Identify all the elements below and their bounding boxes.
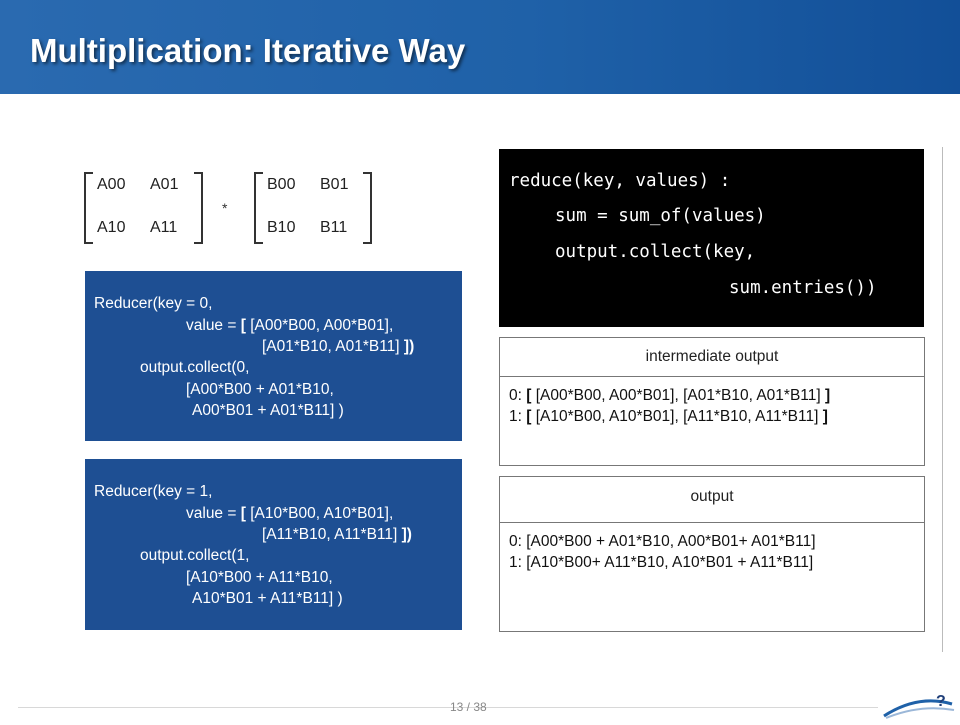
- matrix-a-right-bracket: [194, 172, 203, 244]
- intermediate-output-table: intermediate output 0: [ [A00*B00, A00*B…: [499, 337, 925, 466]
- matrix-b-cell: B11: [320, 219, 348, 236]
- code-line: sum.entries()): [729, 278, 877, 298]
- reducer-text: [A00*B00, A00*B01],: [245, 317, 394, 334]
- multiply-operator: *: [222, 200, 228, 216]
- row-body: [A10*B00, A10*B01], [A11*B10, A11*B11]: [531, 408, 823, 425]
- reducer-line: output.collect(1,: [140, 547, 250, 564]
- output-row: 0: [A00*B00 + A01*B10, A00*B01+ A01*B11]: [509, 533, 816, 550]
- matrix-b-cell: B00: [267, 176, 296, 193]
- reducer-bracket: [: [240, 505, 246, 522]
- reducer-line: A00*B01 + A01*B11] ): [192, 402, 344, 419]
- reducer-text: [A11*B10, A11*B11]: [262, 526, 402, 543]
- reducer-text: [A10*B00, A10*B01],: [245, 505, 394, 522]
- slide-title: Multiplication: Iterative Way: [30, 32, 466, 69]
- reducer-line: Reducer(key = 0,: [94, 295, 213, 312]
- reducer-bracket: ]): [401, 526, 412, 543]
- row-key: 0:: [509, 387, 527, 404]
- reducer-box-key1: Reducer(key = 1, value = [ [A10*B00, A10…: [85, 459, 462, 630]
- university-logo-icon: ?: [880, 690, 956, 720]
- row-key: 1:: [509, 408, 527, 425]
- reducer-line: [A10*B00 + A11*B10,: [186, 569, 333, 586]
- matrix-b-cell: B01: [320, 176, 349, 193]
- matrix-b-cell: B10: [267, 219, 296, 236]
- reducer-text: value =: [186, 505, 241, 522]
- code-line: reduce(key, values) :: [509, 171, 731, 191]
- code-line: sum = sum_of(values): [555, 206, 766, 226]
- reducer-text: value =: [186, 317, 241, 334]
- code-line: output.collect(key,: [555, 242, 756, 262]
- output-row: 1: [A10*B00+ A11*B10, A10*B01 + A11*B11]: [509, 554, 814, 571]
- row-bracket: [: [526, 387, 532, 404]
- row-bracket: ]: [824, 387, 831, 404]
- matrix-a-cell: A01: [150, 176, 179, 193]
- reducer-line: value = [ [A00*B00, A00*B01],: [186, 317, 393, 335]
- matrix-a-left-bracket: [84, 172, 93, 244]
- output-table: output 0: [A00*B00 + A01*B10, A00*B01+ A…: [499, 476, 925, 632]
- matrix-a-cell: A10: [97, 219, 126, 236]
- row-body: [A00*B00, A00*B01], [A01*B10, A01*B11]: [531, 387, 825, 404]
- reducer-line: [A01*B10, A01*B11] ]): [262, 338, 414, 356]
- reducer-bracket: [: [240, 317, 246, 334]
- matrix-a-cell: A00: [97, 176, 126, 193]
- svg-text:?: ?: [936, 693, 946, 710]
- reduce-code-block: reduce(key, values) : sum = sum_of(value…: [499, 149, 924, 327]
- row-bracket: ]: [822, 408, 828, 425]
- title-bar: Multiplication: Iterative Way: [0, 0, 960, 94]
- footer-divider: [18, 707, 878, 708]
- matrix-b-left-bracket: [254, 172, 263, 244]
- matrix-a-cell: A11: [150, 219, 178, 236]
- output-header: output: [500, 477, 924, 523]
- intermediate-output-header: intermediate output: [500, 338, 924, 377]
- page-number: 13 / 38: [450, 700, 487, 714]
- reducer-box-key0: Reducer(key = 0, value = [ [A00*B00, A00…: [85, 271, 462, 441]
- reducer-line: [A11*B10, A11*B11] ]): [262, 526, 412, 544]
- reducer-line: A10*B01 + A11*B11] ): [192, 590, 343, 607]
- intermediate-output-row: 0: [ [A00*B00, A00*B01], [A01*B10, A01*B…: [509, 387, 830, 405]
- reducer-line: Reducer(key = 1,: [94, 483, 213, 500]
- reducer-line: [A00*B00 + A01*B10,: [186, 381, 334, 398]
- reducer-text: [A01*B10, A01*B11]: [262, 338, 404, 355]
- row-bracket: [: [526, 408, 532, 425]
- divider: [942, 147, 943, 652]
- reducer-line: value = [ [A10*B00, A10*B01],: [186, 505, 393, 523]
- reducer-bracket: ]): [403, 338, 415, 355]
- intermediate-output-row: 1: [ [A10*B00, A10*B01], [A11*B10, A11*B…: [509, 408, 828, 426]
- matrix-b-right-bracket: [363, 172, 372, 244]
- reducer-line: output.collect(0,: [140, 359, 250, 376]
